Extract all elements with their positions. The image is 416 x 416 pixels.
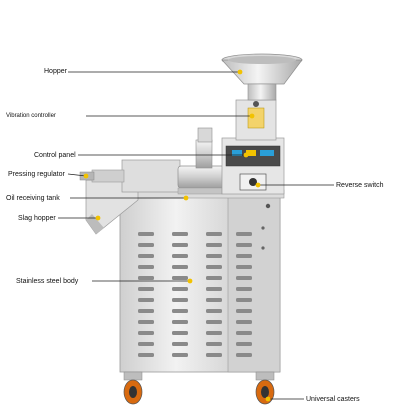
label-control-panel: Control panel xyxy=(34,152,76,159)
label-reverse-switch: Reverse switch xyxy=(336,182,384,189)
vent-slot xyxy=(138,309,154,313)
vent-slot xyxy=(236,265,252,269)
vent-slot xyxy=(236,320,252,324)
vent-slot xyxy=(206,254,222,258)
vent-slots xyxy=(138,232,252,357)
machine-body xyxy=(115,189,285,373)
vent-slot xyxy=(172,232,188,236)
vent-slot xyxy=(236,254,252,258)
vent-slot xyxy=(138,265,154,269)
leader-control-panel xyxy=(78,152,249,158)
cabinet-bolt xyxy=(261,246,265,250)
label-vibration-controller: Vibration controller xyxy=(6,113,56,119)
vent-slot xyxy=(206,298,222,302)
cabinet-bolt xyxy=(265,203,271,209)
vent-slot xyxy=(206,342,222,346)
vent-slot xyxy=(172,243,188,247)
hopper-part xyxy=(221,53,303,101)
vent-slot xyxy=(206,287,222,291)
leader-vibration-controller xyxy=(86,113,255,119)
vent-slot xyxy=(138,254,154,258)
vent-slot xyxy=(138,232,154,236)
vent-slot xyxy=(206,309,222,313)
vent-slot xyxy=(236,232,252,236)
vent-slot xyxy=(172,342,188,346)
label-slag-hopper: Slag hopper xyxy=(18,215,56,222)
vent-slot xyxy=(236,353,252,357)
vent-slot xyxy=(138,276,154,280)
leader-stainless-steel-body xyxy=(92,278,193,284)
vent-slot xyxy=(206,265,222,269)
vent-slot xyxy=(172,276,188,280)
callout-lines xyxy=(58,69,334,402)
vent-slot xyxy=(172,353,188,357)
label-stainless-steel-body: Stainless steel body xyxy=(16,278,79,285)
leader-reverse-switch xyxy=(255,182,334,188)
vent-slot xyxy=(236,298,252,302)
leader-pressing-regulator xyxy=(67,173,89,179)
vent-slot xyxy=(206,353,222,357)
vent-slot xyxy=(172,320,188,324)
vent-slot xyxy=(206,276,222,280)
control-box xyxy=(221,137,285,195)
vent-slot xyxy=(206,232,222,236)
vent-slot xyxy=(206,331,222,335)
vent-slot xyxy=(138,342,154,346)
vent-slot xyxy=(236,309,252,313)
vent-slot xyxy=(172,309,188,313)
cabinet-bolt xyxy=(261,226,265,230)
leader-hopper xyxy=(68,69,243,75)
vent-slot xyxy=(172,298,188,302)
vent-slot xyxy=(172,287,188,291)
vent-slot xyxy=(206,320,222,324)
vent-slot xyxy=(138,287,154,291)
leader-oil-receiving-tank xyxy=(70,195,189,201)
vent-slot xyxy=(138,320,154,324)
vent-slot xyxy=(172,331,188,335)
vent-slot xyxy=(172,254,188,258)
label-hopper: Hopper xyxy=(44,68,67,75)
vent-slot xyxy=(206,243,222,247)
label-oil-receiving-tank: Oil receiving tank xyxy=(6,195,60,202)
caster-front xyxy=(123,371,143,405)
vent-slot xyxy=(172,265,188,269)
vibration-controller-part xyxy=(235,99,277,141)
label-pressing-regulator: Pressing regulator xyxy=(8,171,65,178)
press-barrel-assembly xyxy=(79,127,229,195)
vent-slot xyxy=(236,287,252,291)
leader-slag-hopper xyxy=(58,215,101,221)
vent-slot xyxy=(236,243,252,247)
leader-universal-casters xyxy=(265,396,304,402)
label-universal-casters: Universal casters xyxy=(306,396,360,403)
vent-slot xyxy=(236,342,252,346)
cabinet-side-panel xyxy=(227,195,281,373)
vent-slot xyxy=(138,331,154,335)
vent-slot xyxy=(138,298,154,302)
vent-slot xyxy=(138,243,154,247)
vent-slot xyxy=(138,353,154,357)
vent-slot xyxy=(236,331,252,335)
vent-slot xyxy=(236,276,252,280)
